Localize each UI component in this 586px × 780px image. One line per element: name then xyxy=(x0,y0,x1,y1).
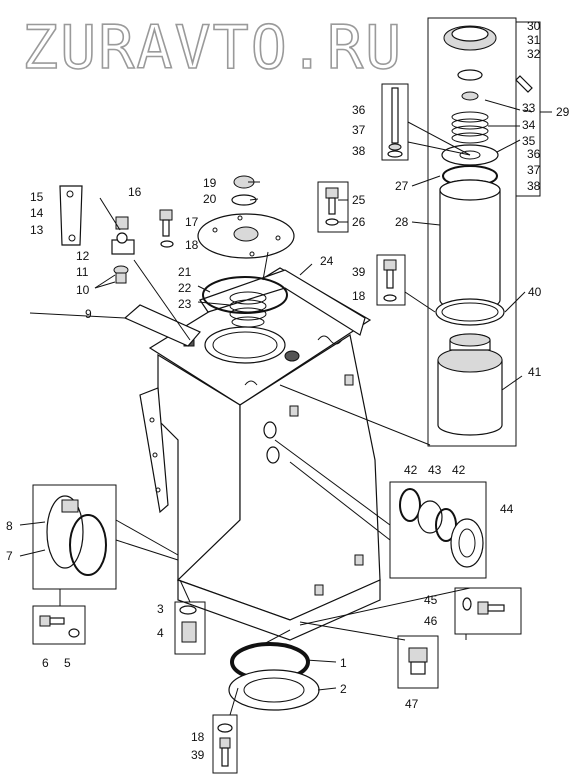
part-20-washer xyxy=(231,194,257,206)
part-25-bolt xyxy=(317,181,349,233)
callout-39-b: 39 xyxy=(191,748,205,762)
part-17-bolt xyxy=(159,209,174,248)
part-46-bolt xyxy=(454,587,522,635)
part-47-fitting xyxy=(397,635,439,689)
callout-14: 14 xyxy=(30,206,44,220)
callout-39-a: 39 xyxy=(352,265,366,279)
callout-34: 34 xyxy=(522,118,536,132)
callout-32: 32 xyxy=(527,47,541,61)
callout-labels: 1 2 3 4 5 6 7 8 9 10 11 12 13 14 15 16 1… xyxy=(6,19,570,762)
callout-30: 30 xyxy=(527,19,541,33)
callout-36-group: 36 xyxy=(527,147,541,161)
parts-10-16-clamp-assembly xyxy=(59,185,135,284)
callout-46: 46 xyxy=(424,614,438,628)
callout-27: 27 xyxy=(395,179,409,193)
callout-35: 35 xyxy=(522,134,536,148)
callout-6: 6 xyxy=(42,656,49,670)
callout-17: 17 xyxy=(185,215,199,229)
callout-24: 24 xyxy=(320,254,334,268)
drain-port-detail-7-8 xyxy=(32,484,117,590)
callout-13: 13 xyxy=(30,223,44,237)
callout-8: 8 xyxy=(6,519,13,533)
callout-15: 15 xyxy=(30,190,44,204)
callout-5: 5 xyxy=(64,656,71,670)
callout-18-a: 18 xyxy=(185,238,199,252)
filter-assembly-group-29 xyxy=(427,17,533,447)
callout-31: 31 xyxy=(527,33,541,47)
part-4-plug xyxy=(174,601,206,655)
callout-4: 4 xyxy=(157,626,164,640)
part-2-cover xyxy=(228,669,320,711)
part-9-bracket xyxy=(123,304,201,347)
callout-42-a: 42 xyxy=(404,463,418,477)
callout-2: 2 xyxy=(340,682,347,696)
part-36-rod xyxy=(381,83,409,161)
callout-37: 37 xyxy=(352,123,366,137)
callout-43: 43 xyxy=(428,463,442,477)
callout-37-group: 37 xyxy=(527,163,541,177)
leader-lines xyxy=(19,21,552,716)
callout-12: 12 xyxy=(76,249,90,263)
callout-22: 22 xyxy=(178,281,192,295)
watermark-text: ZURAVTO.RU xyxy=(22,13,403,83)
callout-3: 3 xyxy=(157,602,164,616)
callout-7: 7 xyxy=(6,549,13,563)
callout-38: 38 xyxy=(352,144,366,158)
callout-36: 36 xyxy=(352,103,366,117)
flange-detail-42-44 xyxy=(389,481,487,579)
callout-41: 41 xyxy=(528,365,542,379)
callout-19: 19 xyxy=(203,176,217,190)
callout-1: 1 xyxy=(340,656,347,670)
part-24-cover-plate xyxy=(199,269,366,336)
part-39-bolt-top xyxy=(376,254,406,306)
part-21-flange xyxy=(197,213,295,259)
callout-9: 9 xyxy=(85,307,92,321)
callout-10: 10 xyxy=(76,283,90,297)
callout-44: 44 xyxy=(500,502,514,516)
callout-20: 20 xyxy=(203,192,217,206)
callout-33: 33 xyxy=(522,101,536,115)
callout-16: 16 xyxy=(128,185,142,199)
part-39-bolt-bottom xyxy=(212,714,238,774)
callout-23: 23 xyxy=(178,297,192,311)
callout-28: 28 xyxy=(395,215,409,229)
callout-21: 21 xyxy=(178,265,192,279)
part-23-spring xyxy=(229,291,267,328)
callout-18-b: 18 xyxy=(352,289,366,303)
callout-38-group: 38 xyxy=(527,179,541,193)
callout-45: 45 xyxy=(424,593,438,607)
callout-29: 29 xyxy=(556,105,570,119)
callout-42-b: 42 xyxy=(452,463,466,477)
callout-40: 40 xyxy=(528,285,542,299)
callout-25: 25 xyxy=(352,193,366,207)
callout-26: 26 xyxy=(352,215,366,229)
callout-18-c: 18 xyxy=(191,730,205,744)
part-6-bolt xyxy=(32,605,86,645)
part-22-gasket-ring xyxy=(202,276,288,314)
callout-47: 47 xyxy=(405,697,419,711)
callout-11: 11 xyxy=(76,265,89,279)
